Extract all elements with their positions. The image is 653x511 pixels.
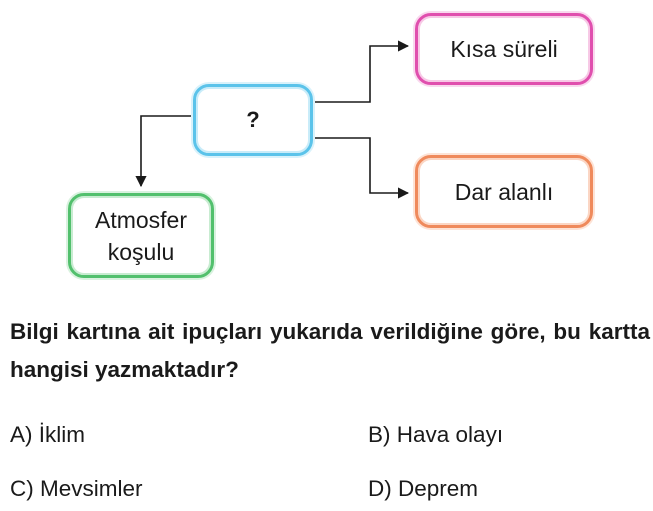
connector-to-top-right [313, 40, 410, 103]
option-c[interactable]: C) Mevsimler [10, 474, 143, 504]
option-a-letter: A) [10, 422, 33, 447]
left-card: Atmosfer koşulu [68, 193, 214, 278]
diagram-connectors [135, 40, 410, 199]
option-b-letter: B) [368, 422, 391, 447]
option-b-text: Hava olayı [396, 422, 504, 447]
connector-to-left [135, 115, 193, 188]
option-b[interactable]: B) Hava olayı [368, 420, 503, 450]
concept-diagram: ? Kısa süreli Dar alanlı Atmosfer koşulu [68, 13, 593, 278]
option-d[interactable]: D) Deprem [368, 474, 478, 504]
option-a-text: İklim [38, 422, 86, 447]
option-a[interactable]: A) İklim [10, 420, 85, 450]
option-c-letter: C) [10, 476, 34, 501]
top-right-card-label: Kısa süreli [450, 36, 558, 62]
center-card: ? [193, 84, 313, 156]
top-right-card: Kısa süreli [415, 13, 593, 85]
option-d-letter: D) [368, 476, 392, 501]
bottom-right-card: Dar alanlı [415, 155, 593, 228]
left-card-label-line1: Atmosfer [94, 206, 188, 233]
left-card-label-line2: koşulu [107, 238, 175, 265]
center-card-label: ? [246, 107, 260, 132]
question-text: Bilgi kartına ait ipuçları yukarıda veri… [10, 319, 650, 382]
connector-to-bottom-right [313, 137, 410, 199]
option-d-text: Deprem [398, 476, 479, 501]
left-card-label: Atmosfer koşulu [95, 204, 187, 268]
option-c-text: Mevsimler [40, 476, 143, 501]
bottom-right-card-label: Dar alanlı [454, 178, 554, 205]
